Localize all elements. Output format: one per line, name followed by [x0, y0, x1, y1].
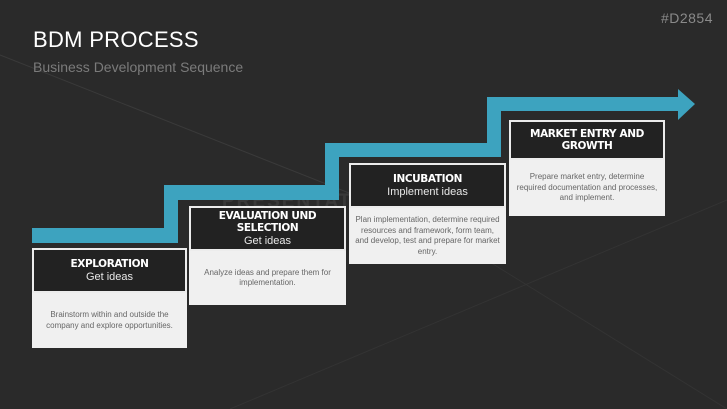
step-subtitle: Get ideas: [243, 235, 292, 247]
step-title: INCUBATION: [392, 173, 463, 185]
step-subtitle: Implement ideas: [387, 186, 468, 198]
step-description: Analyze ideas and prepare them for imple…: [204, 267, 331, 288]
staircase-arrow-shape: [32, 89, 695, 243]
step-title: EVALUATION UND SELECTION: [218, 210, 317, 234]
step-description-box: Prepare market entry, determine required…: [509, 160, 665, 216]
step-market-entry-growth: MARKET ENTRY AND GROWTH Prepare market e…: [509, 120, 665, 216]
step-evaluation-selection: EVALUATION UND SELECTION Get ideas Analy…: [189, 206, 346, 305]
page-subtitle: Business Development Sequence: [33, 59, 244, 75]
step-header: INCUBATION Implement ideas: [349, 163, 506, 208]
step-description: Brainstorm within and outside the compan…: [46, 310, 173, 330]
step-header: MARKET ENTRY AND GROWTH: [509, 120, 665, 160]
step-description-box: Plan implementation, determine required …: [349, 208, 506, 264]
slide-code: #D2854: [660, 10, 713, 26]
step-description: Prepare market entry, determine required…: [516, 172, 658, 203]
step-title: MARKET ENTRY AND GROWTH: [530, 128, 644, 152]
step-title: EXPLORATION: [70, 258, 149, 270]
step-incubation: INCUBATION Implement ideas Plan implemen…: [349, 163, 506, 264]
step-exploration: EXPLORATION Get ideas Brainstorm within …: [32, 248, 187, 348]
step-header: EVALUATION UND SELECTION Get ideas: [189, 206, 346, 251]
step-description-box: Brainstorm within and outside the compan…: [32, 293, 187, 348]
step-header: EXPLORATION Get ideas: [32, 248, 187, 293]
page-title: BDM PROCESS: [33, 27, 199, 52]
step-description-box: Analyze ideas and prepare them for imple…: [189, 251, 346, 305]
step-description: Plan implementation, determine required …: [355, 215, 500, 256]
step-subtitle: Get ideas: [85, 271, 134, 283]
